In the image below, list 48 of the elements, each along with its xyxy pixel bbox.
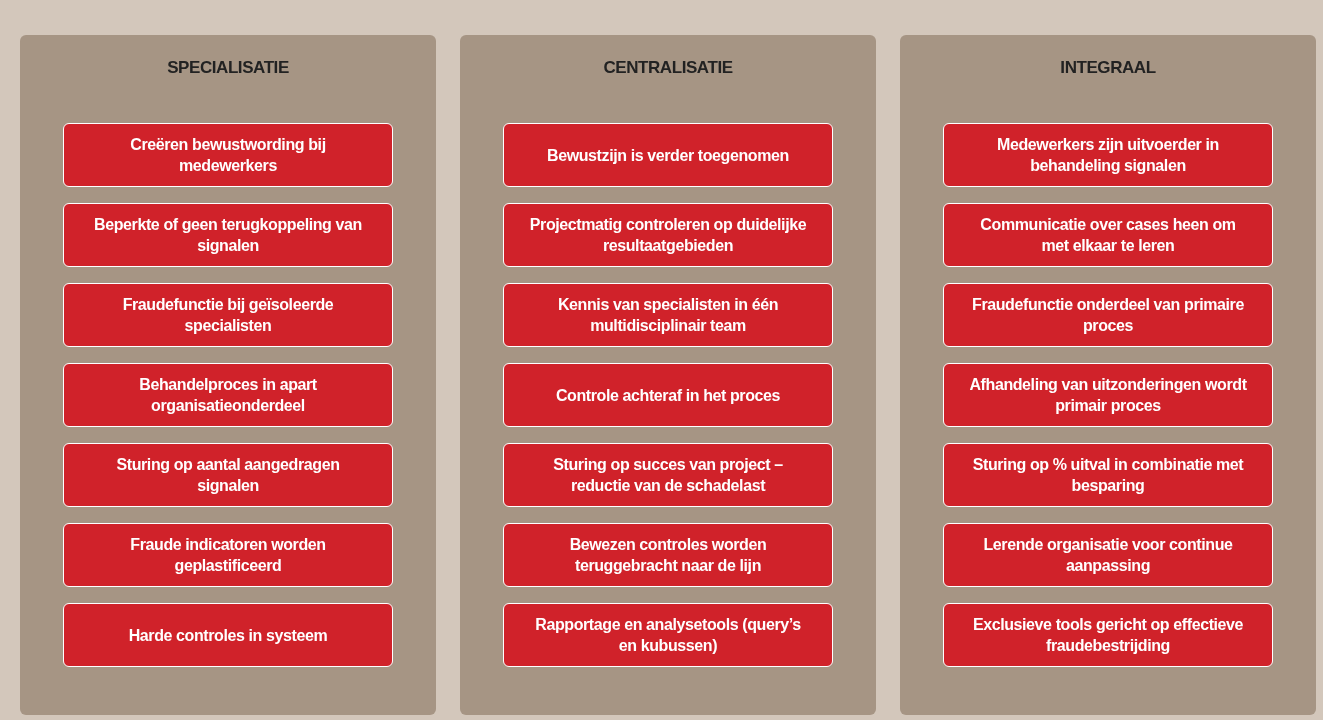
statement-box: [503, 603, 833, 667]
statement-text: Beperkte of geen terugkoppeling van signalen: [93, 215, 363, 256]
statement-text: Bewustzijn is verder toegenomen: [547, 145, 789, 166]
statement-box: [943, 283, 1273, 347]
statement-text: Creëren bewustwording bij medewerkers: [129, 135, 327, 176]
statement-box: [943, 523, 1273, 587]
statement-text: Projectmatig controleren op duidelijke resultaatgebieden: [528, 215, 808, 256]
statement-box: [943, 123, 1273, 187]
statement-box: [503, 123, 833, 187]
statement-box: [943, 203, 1273, 267]
statement-text: Kennis van specialisten in één multidisciplinair team: [556, 295, 780, 336]
column-heading: CENTRALISATIE: [603, 57, 733, 79]
statement-box: [503, 363, 833, 427]
statement-box: [503, 283, 833, 347]
column-panel: [460, 35, 876, 715]
statement-text: Behandelproces in apart organisatieonderdeel: [138, 375, 318, 416]
statement-text: Rapportage en analysetools (query’s en kubussen): [534, 615, 802, 656]
column-heading: INTEGRAAL: [1060, 57, 1156, 79]
statement-box: [503, 443, 833, 507]
statement-box: [503, 523, 833, 587]
statement-box: [63, 523, 393, 587]
statement-box: [943, 443, 1273, 507]
column-panel: [900, 35, 1316, 715]
statement-text: Controle achteraf in het proces: [555, 385, 781, 406]
column-panel: [20, 35, 436, 715]
statement-text: Bewezen controles worden teruggebracht naar de lijn: [568, 535, 768, 576]
column-heading: SPECIALISATIE: [167, 57, 289, 79]
statement-text: Harde controles in systeem: [128, 625, 328, 646]
statement-text: Sturing op succes van project – reductie van de schadelast: [552, 455, 784, 496]
statement-text: Fraudefunctie bij geïsoleerde specialisten: [121, 295, 335, 336]
statement-text: Sturing op % uitval in combinatie met besparing: [971, 455, 1245, 496]
statement-text: Exclusieve tools gericht op effectieve fraudebestrijding: [971, 615, 1245, 656]
statement-text: Fraudefunctie onderdeel van primaire proces: [971, 295, 1245, 336]
statement-text: Communicatie over cases heen om met elkaar te leren: [979, 215, 1237, 256]
statement-box: [63, 283, 393, 347]
statement-box: [503, 203, 833, 267]
statement-text: Sturing op aantal aangedragen signalen: [115, 455, 341, 496]
statement-box: [63, 603, 393, 667]
statement-text: Fraude indicatoren worden geplastificeerd: [129, 535, 327, 576]
statement-box: [63, 363, 393, 427]
statement-box: [63, 443, 393, 507]
statement-text: Medewerkers zijn uitvoerder in behandeling signalen: [996, 135, 1220, 176]
statement-box: [63, 123, 393, 187]
statement-box: [943, 363, 1273, 427]
statement-text: Afhandeling van uitzonderingen wordt primair proces: [968, 375, 1248, 416]
statement-text: Lerende organisatie voor continue aanpassing: [982, 535, 1234, 576]
statement-box: [63, 203, 393, 267]
statement-box: [943, 603, 1273, 667]
